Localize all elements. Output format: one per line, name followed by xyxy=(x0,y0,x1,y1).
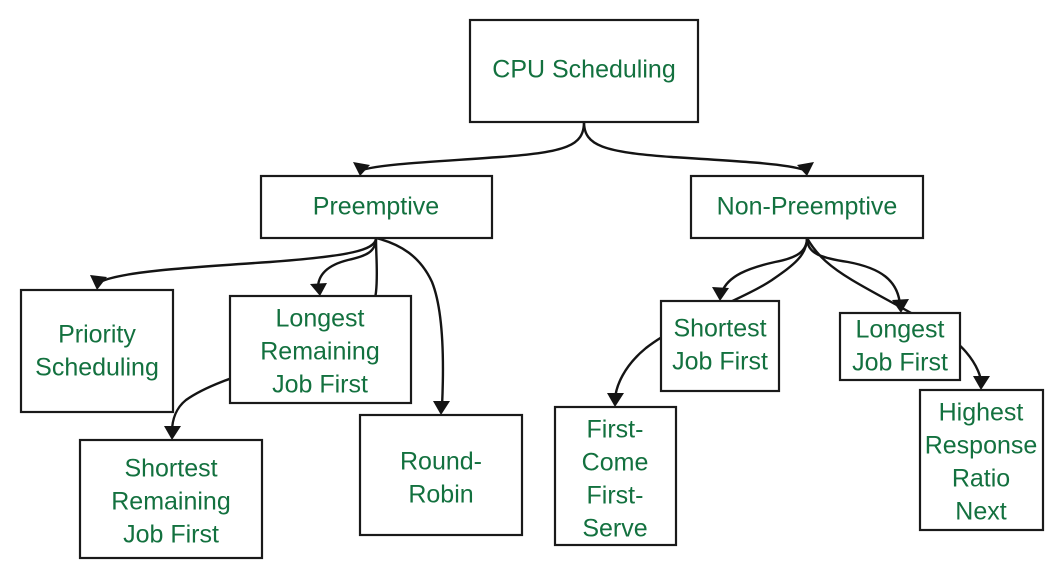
node-longest-job-first[interactable]: Longest Job First xyxy=(838,311,962,382)
edges-layer xyxy=(90,121,990,440)
node-first-come-first-serve-box[interactable] xyxy=(553,405,678,547)
node-priority-scheduling-box[interactable] xyxy=(19,288,175,414)
node-non-preemptive-label: Non-Preemptive xyxy=(717,193,898,221)
node-longest-remaining-job-first-box[interactable] xyxy=(228,294,413,405)
edge-preemptive-to-priority-scheduling xyxy=(90,237,378,290)
node-longest-job-first-label-line1: Longest xyxy=(856,316,945,344)
node-shortest-remaining-job-first-label-line1: Shortest xyxy=(124,455,217,483)
node-first-come-first-serve-label-line4: Serve xyxy=(582,515,647,543)
edge-non-preemptive-to-longest-job-first xyxy=(805,237,909,313)
node-round-robin-label-line2: Robin xyxy=(408,481,473,509)
node-longest-remaining-job-first-label-line2: Remaining xyxy=(260,338,380,366)
node-root-box[interactable] xyxy=(468,18,700,124)
edge-root-to-non-preemptive xyxy=(582,121,814,176)
node-shortest-remaining-job-first-label-line3: Job First xyxy=(123,521,219,549)
node-highest-response-ratio-next-label-line1: Highest xyxy=(939,399,1024,427)
node-first-come-first-serve-label-line3: First- xyxy=(587,482,644,510)
node-priority-scheduling[interactable]: Priority Scheduling xyxy=(19,288,175,414)
node-non-preemptive-box[interactable] xyxy=(689,174,925,240)
edge-preemptive-to-round-robin xyxy=(375,236,450,415)
node-highest-response-ratio-next-label-line2: Response xyxy=(925,432,1038,460)
node-round-robin[interactable]: Round- Robin xyxy=(358,413,524,537)
node-priority-scheduling-label-line1: Priority xyxy=(58,321,136,349)
node-shortest-job-first[interactable]: Shortest Job First xyxy=(659,299,781,393)
node-first-come-first-serve-label-line1: First- xyxy=(587,416,644,444)
node-shortest-job-first-label-line1: Shortest xyxy=(673,315,766,343)
node-shortest-job-first-box[interactable] xyxy=(659,299,781,393)
node-shortest-remaining-job-first[interactable]: Shortest Remaining Job First xyxy=(78,438,264,560)
node-longest-job-first-box[interactable] xyxy=(838,311,962,382)
edge-root-to-preemptive xyxy=(353,121,586,176)
edge-preemptive-to-longest-remaining-job-first xyxy=(310,237,378,296)
node-preemptive-label: Preemptive xyxy=(313,193,439,221)
node-highest-response-ratio-next-label-line3: Ratio xyxy=(952,465,1010,493)
nodes-layer: CPU Scheduling Preemptive Non-Preemptive… xyxy=(19,18,1045,560)
node-longest-remaining-job-first-label-line3: Job First xyxy=(272,371,368,399)
node-first-come-first-serve-label-line2: Come xyxy=(582,449,649,477)
edge-non-preemptive-to-shortest-job-first xyxy=(712,237,809,301)
node-preemptive[interactable]: Preemptive xyxy=(259,174,494,240)
node-root[interactable]: CPU Scheduling xyxy=(468,18,700,124)
node-highest-response-ratio-next-label-line4: Next xyxy=(955,498,1006,526)
node-highest-response-ratio-next[interactable]: Highest Response Ratio Next xyxy=(918,388,1045,532)
node-round-robin-label-line1: Round- xyxy=(400,448,482,476)
node-shortest-remaining-job-first-box[interactable] xyxy=(78,438,264,560)
node-shortest-remaining-job-first-label-line2: Remaining xyxy=(111,488,231,516)
node-root-label: CPU Scheduling xyxy=(492,56,675,84)
node-first-come-first-serve[interactable]: First- Come First- Serve xyxy=(553,405,678,547)
node-highest-response-ratio-next-box[interactable] xyxy=(918,388,1045,532)
node-shortest-job-first-label-line2: Job First xyxy=(672,348,768,376)
node-longest-remaining-job-first-label-line1: Longest xyxy=(276,305,365,333)
node-longest-remaining-job-first[interactable]: Longest Remaining Job First xyxy=(228,294,413,405)
node-round-robin-box[interactable] xyxy=(358,413,524,537)
node-preemptive-box[interactable] xyxy=(259,174,494,240)
node-priority-scheduling-label-line2: Scheduling xyxy=(35,354,159,382)
node-non-preemptive[interactable]: Non-Preemptive xyxy=(689,174,925,240)
node-longest-job-first-label-line2: Job First xyxy=(852,349,948,377)
